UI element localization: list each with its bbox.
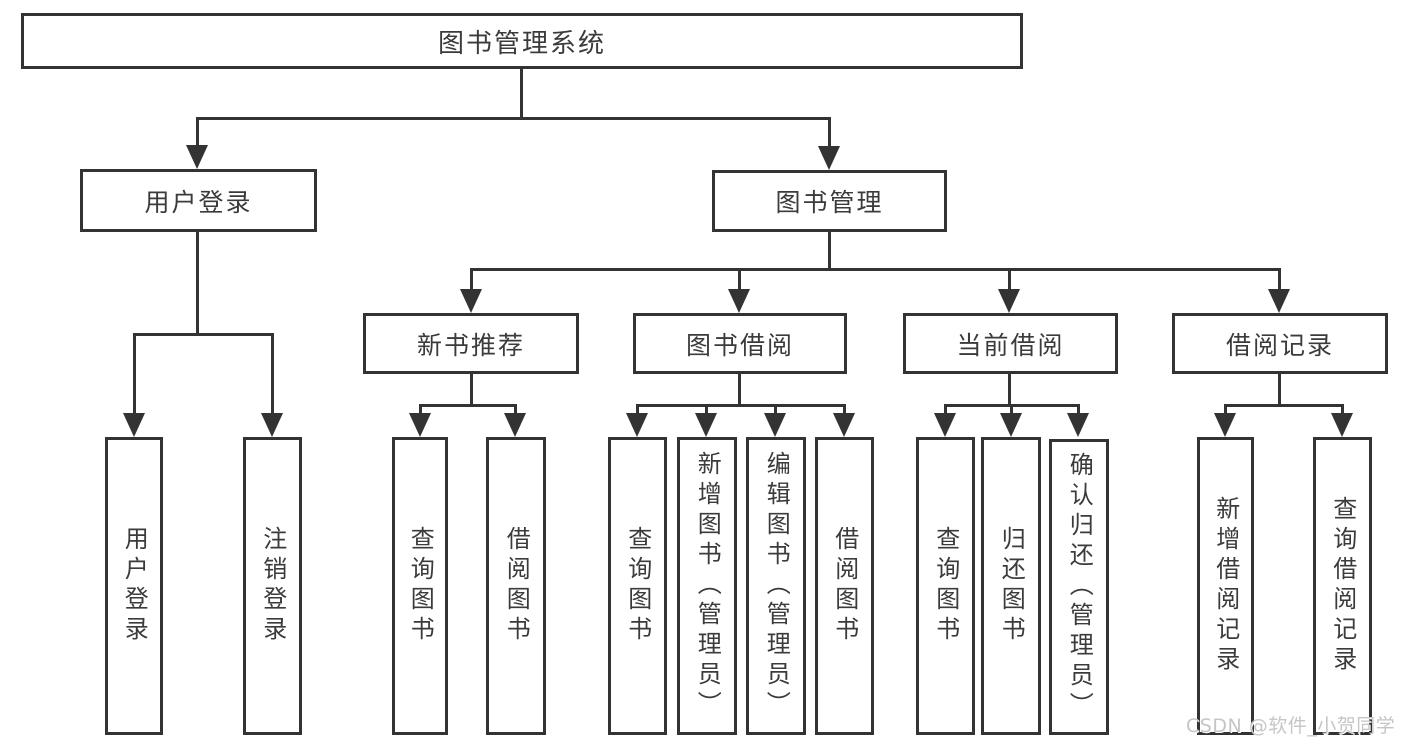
node-leaf-logout: 注销登录	[243, 437, 302, 735]
arrowhead-down-icon	[1000, 413, 1022, 437]
arrowhead-down-icon	[695, 413, 717, 437]
node-root-label: 图书管理系统	[437, 28, 606, 59]
connector-user-login-trunk	[196, 232, 199, 336]
node-label: 新书推荐	[416, 330, 525, 360]
connector-stem	[1008, 268, 1011, 292]
node-label: 借阅图书	[830, 526, 859, 646]
node-label: 图书借阅	[685, 330, 794, 360]
arrowhead-down-icon	[764, 413, 786, 437]
arrowhead-down-icon	[626, 413, 648, 437]
arrowhead-down-icon	[1067, 413, 1089, 437]
connector-stem	[944, 404, 947, 416]
connector-trunk	[738, 374, 741, 407]
node-label: 归还图书	[997, 526, 1026, 646]
node-leaf-confirm-return-admin: 确认归还（管理员）	[1049, 439, 1109, 735]
node-leaf-query-books: 查询图书	[916, 437, 975, 735]
node-user-login-branch: 用户登录	[80, 169, 317, 232]
node-leaf-add-borrow-record: 新增借阅记录	[1197, 437, 1254, 735]
connector-stem	[514, 404, 517, 416]
arrowhead-down-icon	[728, 289, 750, 313]
node-leaf-return-books: 归还图书	[981, 437, 1041, 735]
node-label: 注销登录	[258, 526, 287, 646]
node-book-management-branch: 图书管理	[712, 170, 947, 232]
connector-stem	[738, 268, 741, 292]
arrowhead-down-icon	[186, 145, 208, 169]
node-label: 借阅记录	[1225, 330, 1334, 360]
arrowhead-down-icon	[1268, 289, 1290, 313]
node-label: 查询图书	[931, 526, 960, 646]
arrowhead-down-icon	[934, 413, 956, 437]
connector-root-trunk	[520, 69, 523, 119]
node-label: 查询图书	[406, 526, 435, 646]
connector-stem	[828, 117, 831, 148]
connector-user-login-rail	[133, 333, 274, 336]
node-label: 确认归还（管理员）	[1065, 452, 1094, 722]
connector-book-mgmt-trunk	[828, 232, 831, 271]
arrowhead-down-icon	[460, 289, 482, 313]
arrowhead-down-icon	[818, 146, 840, 170]
arrowhead-down-icon	[1331, 413, 1353, 437]
node-current-borrow: 当前借阅	[903, 313, 1118, 374]
arrowhead-down-icon	[833, 413, 855, 437]
connector-rail	[636, 404, 845, 407]
arrowhead-down-icon	[504, 413, 526, 437]
arrowhead-down-icon	[998, 289, 1020, 313]
connector-stem	[1224, 404, 1227, 416]
node-label: 查询借阅记录	[1328, 496, 1357, 676]
node-leaf-user-login: 用户登录	[105, 437, 163, 735]
node-leaf-query-books: 查询图书	[392, 437, 448, 735]
connector-trunk	[1278, 374, 1281, 407]
connector-stem	[843, 404, 846, 416]
arrowhead-down-icon	[409, 413, 431, 437]
connector-stem	[1077, 404, 1080, 416]
connector-stem	[419, 404, 422, 416]
connector-trunk	[1008, 374, 1011, 407]
connector-stem	[133, 333, 136, 416]
connector-stem	[774, 404, 777, 416]
node-label: 当前借阅	[956, 330, 1065, 360]
arrowhead-down-icon	[123, 413, 145, 437]
node-leaf-edit-books-admin: 编辑图书（管理员）	[746, 437, 806, 735]
connector-stem	[636, 404, 639, 416]
arrowhead-down-icon	[1214, 413, 1236, 437]
node-label: 编辑图书（管理员）	[762, 451, 791, 721]
connector-stem	[1010, 404, 1013, 416]
node-label: 图书管理	[775, 188, 884, 217]
node-new-book-recommend: 新书推荐	[363, 313, 579, 374]
connector-trunk	[470, 374, 473, 407]
node-leaf-borrow-books: 借阅图书	[815, 437, 874, 735]
node-label: 用户登录	[120, 526, 149, 646]
node-label: 借阅图书	[502, 526, 531, 646]
csdn-watermark: CSDN @软件_小贺同学	[1186, 715, 1396, 737]
connector-stem	[1278, 268, 1281, 292]
node-root: 图书管理系统	[21, 13, 1023, 69]
connector-stem	[1341, 404, 1344, 416]
node-label: 新增图书（管理员）	[693, 451, 722, 721]
connector-stem	[705, 404, 708, 416]
node-leaf-add-books-admin: 新增图书（管理员）	[677, 437, 737, 735]
arrowhead-down-icon	[261, 413, 283, 437]
node-leaf-borrow-books: 借阅图书	[486, 437, 546, 735]
connector-level3-rail	[470, 268, 1281, 271]
node-borrow-records: 借阅记录	[1172, 313, 1388, 374]
connector-rail	[1224, 404, 1344, 407]
connector-level2-rail	[196, 117, 831, 120]
connector-stem	[470, 268, 473, 292]
connector-stem	[196, 117, 199, 148]
node-label: 新增借阅记录	[1211, 496, 1240, 676]
node-leaf-query-borrow-record: 查询借阅记录	[1313, 437, 1372, 735]
node-leaf-query-books: 查询图书	[608, 437, 667, 735]
node-label: 用户登录	[144, 187, 253, 217]
node-book-borrow: 图书借阅	[633, 313, 847, 374]
node-label: 查询图书	[623, 526, 652, 646]
connector-stem	[271, 333, 274, 416]
connector-rail	[419, 404, 517, 407]
